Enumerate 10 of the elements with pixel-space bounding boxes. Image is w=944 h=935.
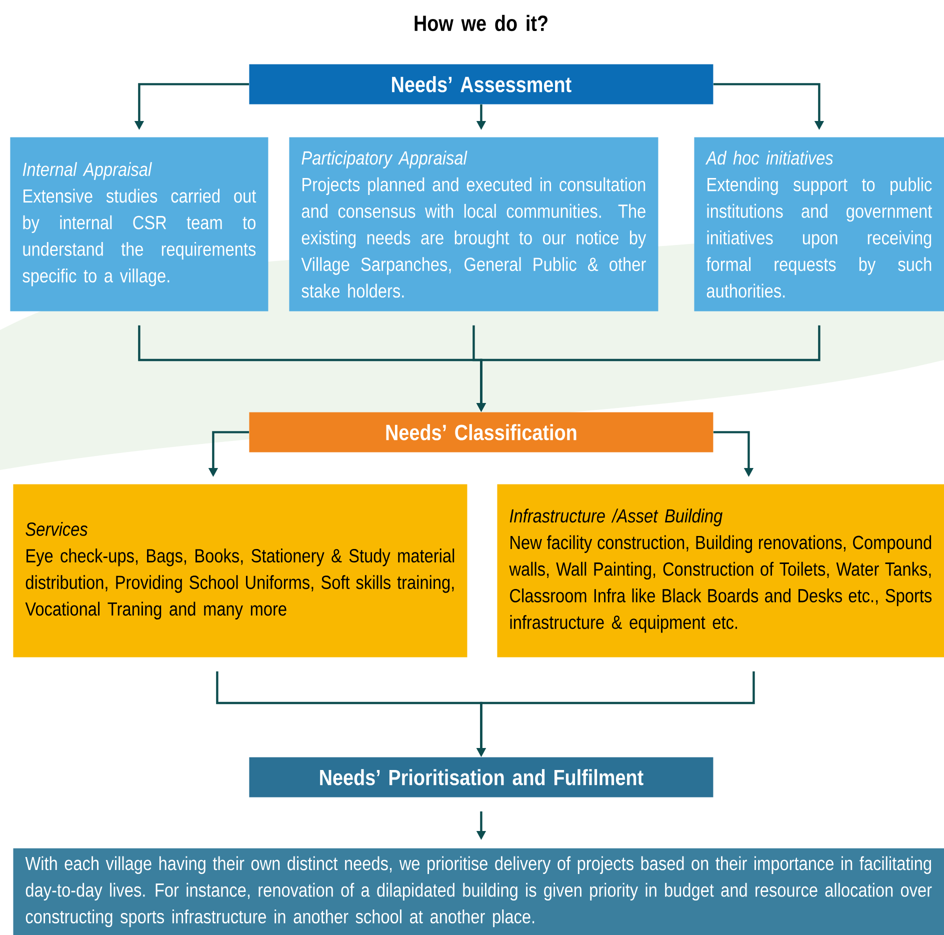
- stage-banner: Needs’ Prioritisation and Fulfilment: [249, 757, 714, 798]
- description-box: Services Eye check-ups, Bags, Books, Stationery & Study material distribution, Providing School Uniforms, Soft skills training, Vocational Traning and many more: [13, 484, 468, 658]
- description-box: Infrastructure /Asset Building New facility construction, Building renovations, Compound walls, Wall Painting, Construction of Toilets, Water Tanks, Classroom Infra like Black Boards and Desks etc., Sports infrastructure & equipment etc.: [497, 484, 944, 658]
- description-box: Ad hoc initiatives Extending support to public institutions and government initiatives upon receiving formal requests by such authorities.: [694, 137, 944, 312]
- description-box: Internal Appraisal Extensive studies carried out by internal CSR team to understand the requirements specific to a village.: [10, 137, 268, 312]
- description-box: Participatory Appraisal Projects planned and executed in consultation and consensus with local communities. The existing needs are brought to our notice by Village Sarpanches, General Public & other stake holders.: [289, 137, 658, 312]
- stage-banner: Needs’ Classification: [249, 412, 714, 452]
- title: How we do it?: [414, 14, 548, 32]
- stage-banner: Needs’ Assessment: [249, 64, 714, 104]
- description-box: With each village having their own distinct needs, we prioritise delivery of projects based on their importance in facilitating day-to-day lives. For instance, renovation of a dilapidated building is given priority in budget and resource allocation over constructing sports infrastructure in another school at another place.: [13, 848, 944, 935]
